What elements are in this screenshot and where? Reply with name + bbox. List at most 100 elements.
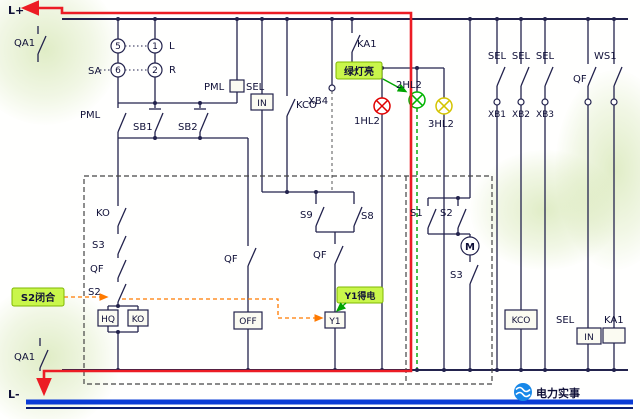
label-s8: S8 (361, 211, 374, 222)
label-hq-coil: HQ (101, 315, 115, 325)
label-xb4: XB4 (308, 96, 328, 107)
note-y1-text: Y1得电 (344, 290, 376, 302)
label-s2-left: S2 (88, 287, 101, 298)
off-coil (233, 311, 263, 330)
label-sel-2: SEL (512, 51, 531, 62)
s8-contact (353, 206, 363, 227)
label-pml-coil: PML (204, 82, 225, 93)
pml-contact (117, 112, 127, 133)
label-s3-right: S3 (450, 270, 463, 281)
label-sa-l: L (169, 41, 175, 52)
ka1-contact (351, 34, 361, 53)
label-sb2: SB2 (178, 122, 198, 133)
negative-rail (26, 399, 633, 409)
hq-coil (97, 309, 119, 327)
brand-name: 电力实事 (536, 386, 580, 400)
label-qa1-bottom: QA1 (14, 352, 35, 363)
s3-left-contact (117, 235, 127, 255)
label-s2-right: S2 (440, 208, 453, 219)
label-s9: S9 (300, 210, 313, 221)
sb1-button (149, 108, 164, 133)
label-xb1: XB1 (488, 110, 506, 120)
note-y1-energized: Y1得电 (335, 286, 384, 312)
brand-logo-icon (514, 383, 532, 401)
sel-in-bottom-sensor (576, 327, 602, 345)
label-1hl2: 1HL2 (354, 116, 380, 127)
qa1-top-switch (37, 26, 47, 62)
lamp-3hl2 (435, 97, 453, 115)
label-qf-mid: QF (224, 254, 238, 265)
xb4-terminal (328, 84, 336, 92)
ko-contact (117, 207, 127, 227)
s3-right-contact (469, 264, 479, 285)
qf-y1-contact (334, 245, 344, 265)
label-y1-coil: Y1 (328, 317, 340, 327)
label-off-coil: OFF (239, 317, 256, 327)
label-qf-y1: QF (313, 250, 327, 261)
label-qf-right: QF (573, 74, 587, 85)
qa1-bottom-switch (39, 338, 49, 371)
ka1-coil (602, 327, 626, 344)
sb2-button (194, 108, 209, 133)
label-l-plus: L+ (8, 4, 24, 17)
motor (460, 236, 480, 256)
label-in-bottom: IN (584, 333, 593, 343)
label-sa: SA (88, 66, 102, 77)
label-s1: S1 (410, 208, 423, 219)
label-ko-coil: KO (132, 315, 145, 325)
label-sa-5: 5 (115, 42, 121, 52)
label-kco-coil: KCO (512, 316, 531, 326)
label-xb3: XB3 (536, 110, 554, 120)
label-3hl2: 3HL2 (428, 119, 454, 130)
label-sel-3: SEL (536, 51, 555, 62)
sel-sensor-2 (517, 66, 530, 106)
label-ws1: WS1 (594, 51, 617, 62)
label-sel-1: SEL (488, 51, 507, 62)
qf-left-contact (117, 259, 127, 279)
qf-mid-contact (247, 247, 257, 267)
orange-signal-trace (64, 293, 324, 322)
sa-selector-switch (100, 38, 163, 78)
ws1-contact (610, 66, 623, 106)
s1-contact (427, 208, 437, 229)
label-sa-2: 2 (152, 66, 158, 76)
label-sa-1: 1 (152, 42, 158, 52)
label-sb1: SB1 (133, 122, 153, 133)
kco-contact (286, 98, 296, 117)
label-sel-mid: SEL (246, 82, 265, 93)
label-2hl2: 2HL2 (396, 80, 422, 91)
label-xb2: XB2 (512, 110, 530, 120)
brand-watermark: 电力实事 (514, 383, 580, 401)
label-ko-contact: KO (96, 208, 110, 219)
label-sa-6: 6 (115, 66, 121, 76)
y1-coil (324, 311, 346, 329)
sel-in-sensor (250, 93, 274, 111)
label-qf-left: QF (90, 264, 104, 275)
wires (107, 19, 615, 370)
label-ka1-coil: KA1 (604, 315, 624, 326)
label-l-minus: L- (8, 388, 20, 401)
note-s2-text: S2闭合 (21, 291, 56, 304)
sel-sensor-1 (493, 66, 506, 106)
s9-contact (315, 206, 325, 227)
lamp-1hl2 (373, 97, 391, 115)
qf-right-contact (584, 66, 597, 106)
label-sel-bottom: SEL (556, 315, 575, 326)
highlight-current-path (20, 0, 413, 397)
label-in-mid: IN (257, 99, 266, 109)
label-motor: M (465, 242, 475, 253)
s2-right-contact (457, 208, 467, 229)
label-ka1-contact: KA1 (357, 39, 377, 50)
label-sa-r: R (169, 65, 176, 76)
label-qa1-top: QA1 (14, 38, 35, 49)
pml-coil (229, 79, 245, 93)
note-green-lamp-text: 绿灯亮 (344, 65, 374, 78)
note-green-lamp-on: 绿灯亮 (335, 61, 408, 93)
label-s3-left: S3 (92, 240, 105, 251)
label-pml-contact: PML (80, 110, 101, 121)
sel-sensor-3 (541, 66, 554, 106)
kco-coil (504, 309, 538, 330)
s2-left-contact (117, 283, 127, 303)
